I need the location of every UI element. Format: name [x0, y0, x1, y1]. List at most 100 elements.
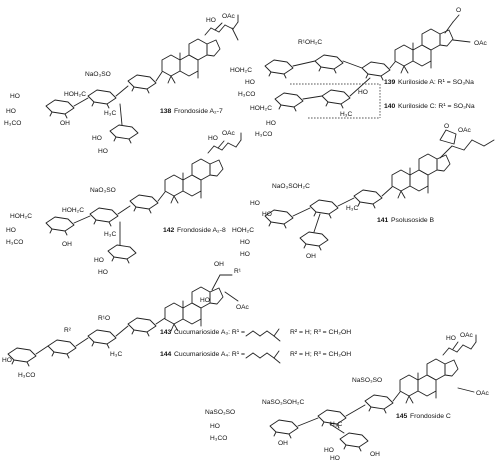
hydroxy-label: HO [446, 335, 456, 342]
ketone-label: O [456, 7, 461, 14]
acetoxy-label: OAc [476, 390, 490, 397]
compound-name: Frondoside A₂-7 [174, 108, 223, 115]
compound-number: 141 [377, 217, 389, 224]
hydroxy-label: HO [92, 135, 102, 142]
r-group-values: R² = H; R³ = CH₂OH [290, 351, 351, 358]
sulfate-label: NaSO₃SO [352, 377, 382, 384]
sugar-ring [127, 317, 157, 337]
compound-number: 142 [163, 227, 175, 234]
r1-isoprenyl-tail [245, 350, 281, 364]
acetoxy-label: OAc [222, 130, 236, 137]
methyl-label: H₃C [330, 421, 342, 428]
sugar-ring [107, 244, 137, 264]
methoxy-label: H₃CO [238, 91, 255, 98]
sugar-ring [364, 394, 394, 414]
hydroxy-label: HO [266, 120, 276, 127]
hydroxy-label: HO [245, 79, 255, 86]
ring-oxygen-label: O [444, 123, 449, 130]
sugar-ring [339, 432, 369, 452]
hydroxy-label: HO [6, 108, 16, 115]
sugar-ring [47, 339, 77, 359]
compound-number: 145 [396, 413, 408, 420]
hydroxy-label: HO [10, 93, 20, 100]
sugar-ring [314, 54, 344, 74]
steroid-core [164, 286, 224, 332]
hydroxy-label: HO [358, 89, 368, 96]
substituent-label: R² [64, 327, 72, 334]
sugar-ring [87, 89, 117, 109]
sugar-ring [309, 199, 339, 219]
sugar-ring [7, 347, 37, 367]
acetoxy-label: OAc [236, 304, 250, 311]
hydroxymethyl-label: HOH₂C [62, 207, 84, 214]
steroid-core [164, 158, 224, 204]
steroid-core [399, 358, 459, 404]
methyl-label: H₃C [104, 110, 116, 117]
methoxy-label: H₃CO [6, 239, 23, 246]
acetoxy-label: OAc [458, 127, 472, 134]
hydroxy-label: HO [250, 200, 260, 207]
r-group-values: R² = H; R³ = CH₂OH [290, 329, 351, 336]
hydroxy-label: HO [330, 455, 340, 462]
r1-isoprenyl-tail [245, 328, 281, 342]
sugar-ring [45, 216, 75, 236]
substituent-label: R¹O [98, 315, 110, 322]
compound-name: Psolusoside B [391, 217, 435, 224]
hydroxy-label: HO [262, 211, 272, 218]
hydroxy-label: HO [240, 251, 250, 258]
compound-name: Kuriloside A: R¹ = SO₃Na [398, 79, 474, 86]
methoxy-label: H₃CO [4, 120, 21, 127]
steroid-core [391, 153, 451, 199]
hydroxymethyl-label: HOH₂C [232, 227, 254, 234]
sugar-ring [109, 124, 139, 144]
methyl-label: H₃C [110, 351, 122, 358]
sugar-ring [129, 194, 159, 214]
hydroxymethyl-label: HOH₂C [64, 91, 86, 98]
sugar-ring [361, 61, 391, 81]
hydroxy-label: HO [208, 135, 218, 142]
sugar-ring [264, 59, 294, 79]
hydroxy-label: HO [240, 239, 250, 246]
compound-number: 138 [160, 108, 172, 115]
sugar-ring [274, 92, 304, 112]
methoxy-label: H₃CO [210, 435, 227, 442]
methoxy-label: H₃CO [255, 131, 272, 138]
structure-142: HO OAc NaO₃SO HOH₂C HOH₂C HO H₃CO OH H₃C… [6, 130, 242, 276]
sugar-ring [321, 89, 351, 109]
compound-name: Frondoside A₂-8 [177, 227, 226, 234]
hydroxy-label: HO [98, 148, 108, 155]
methyl-label: H₃C [340, 111, 352, 118]
sugar-ring [89, 207, 119, 227]
sulfate-label: NaO₃SO [85, 71, 111, 78]
hydroxymethyl-label: HOH₂C [250, 105, 272, 112]
compound-number: 144 [160, 351, 172, 358]
hydroxy-label: HO [206, 17, 216, 24]
hydroxy-label: HO [210, 423, 220, 430]
sugar-ring [45, 99, 75, 119]
methyl-label: H₃C [346, 205, 358, 212]
sulfate-label: NaO₃SOH₂C [272, 183, 310, 190]
hydroxy-label: OH [370, 451, 380, 458]
compound-name: Frondoside C [410, 413, 451, 420]
acetoxy-label: OAc [460, 332, 474, 339]
acetoxy-label: OAc [474, 40, 488, 47]
compound-number: 143 [160, 329, 172, 336]
compound-name: Cucumarioside A₄: R¹ = [174, 351, 245, 358]
compound-number: 140 [384, 103, 396, 110]
hydroxy-label: OH [306, 253, 316, 260]
sulfate-label: NaO₃SO [90, 187, 116, 194]
hydroxy-label: HO [324, 447, 334, 454]
hydroxy-label: HO [94, 257, 104, 264]
hydroxy-label: HO [200, 297, 210, 304]
structure-145: HO OAc OAc NaSO₃SO NaSO₃SOH₂C NaSO₃SO HO… [205, 332, 490, 462]
sugar-ring [87, 329, 117, 349]
sugar-ring [127, 74, 157, 94]
steroid-core [394, 28, 454, 74]
structure-143-144: OH R¹ HO OAc R¹O R² HO H₃CO H₃C 143 Cucu… [2, 261, 351, 379]
hydroxy-label: OH [278, 440, 288, 447]
hydroxymethyl-label: HOH₂C [10, 213, 32, 220]
methoxy-label: H₃CO [18, 372, 35, 379]
hydroxy-label: OH [60, 120, 70, 127]
compound-number: 139 [384, 79, 396, 86]
